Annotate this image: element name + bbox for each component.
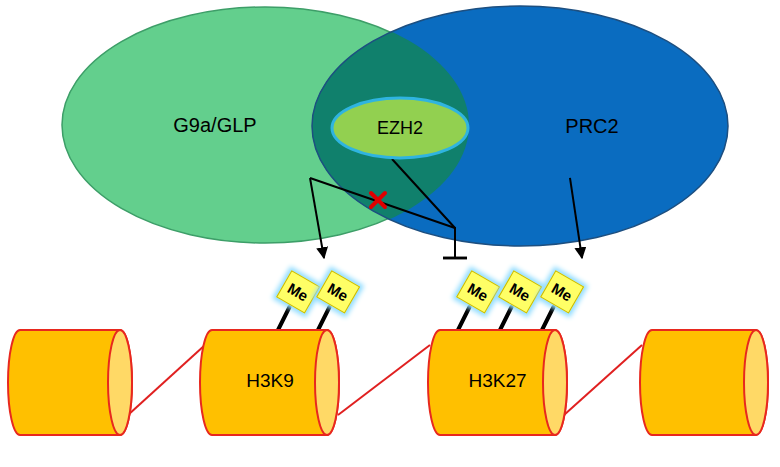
linker-dna bbox=[128, 345, 642, 415]
cylinder-body bbox=[640, 330, 768, 435]
inhibition-line bbox=[310, 178, 455, 258]
methyl-mark: Me bbox=[540, 270, 584, 313]
block-cross bbox=[371, 193, 385, 207]
nucleosome: H3K9 bbox=[196, 258, 344, 438]
activation-arrow bbox=[310, 178, 324, 258]
inhibition-bar bbox=[443, 257, 467, 260]
cylinder-body bbox=[428, 330, 567, 435]
histone-label: H3K9 bbox=[246, 370, 294, 392]
connector-group bbox=[310, 178, 467, 258]
inhibition-bar bbox=[443, 257, 467, 260]
cylinder-face bbox=[543, 330, 567, 435]
activation-arrow bbox=[570, 178, 582, 258]
ellipse-outline bbox=[312, 6, 728, 246]
cylinder-face bbox=[108, 330, 132, 435]
histone-tail bbox=[276, 307, 290, 334]
connector-group bbox=[570, 178, 582, 258]
linker-line bbox=[338, 345, 430, 415]
methyl-mark: Me bbox=[498, 270, 542, 313]
histone-tail bbox=[456, 307, 470, 334]
nucleosome: H3K27 bbox=[424, 258, 594, 438]
ellipse-fill bbox=[332, 98, 468, 158]
cross-stroke bbox=[371, 193, 385, 207]
methyl-label: Me bbox=[465, 279, 492, 304]
nucleosome-shape bbox=[424, 258, 594, 438]
inhibition-line bbox=[392, 159, 455, 258]
connector-group bbox=[310, 178, 324, 258]
plain-nucleosome bbox=[640, 330, 768, 435]
linker-line bbox=[128, 345, 205, 415]
protein-label: EZH2 bbox=[377, 118, 423, 139]
methyl-mark: Me bbox=[276, 270, 320, 313]
cylinder-face bbox=[744, 330, 768, 435]
protein-label: G9a/GLP bbox=[173, 114, 256, 137]
plain-nucleosome bbox=[8, 330, 132, 435]
methyl-label: Me bbox=[285, 279, 312, 304]
nucleosome-shape bbox=[196, 258, 344, 438]
methyl-label: Me bbox=[507, 279, 534, 304]
histone-tail bbox=[540, 307, 554, 334]
histone-label: H3K27 bbox=[468, 370, 526, 392]
methyl-label: Me bbox=[325, 279, 352, 304]
protein-complex: PRC2 bbox=[310, 4, 730, 248]
shared-subunit: EZH2 bbox=[330, 96, 470, 160]
cross-stroke bbox=[371, 193, 385, 207]
protein-label: PRC2 bbox=[565, 115, 618, 138]
histone-tails bbox=[276, 307, 554, 334]
histone-tail bbox=[316, 307, 330, 334]
cylinder-body bbox=[8, 330, 132, 435]
linker-line bbox=[564, 345, 642, 415]
complex-outline bbox=[310, 4, 730, 248]
histone-tail bbox=[498, 307, 512, 334]
ellipse-fill bbox=[62, 7, 468, 243]
cylinder-face bbox=[315, 330, 339, 435]
ellipse-fill bbox=[312, 6, 728, 246]
overlap-region bbox=[61, 6, 469, 244]
ellipse-outline bbox=[62, 7, 468, 243]
methyl-mark: Me bbox=[316, 270, 360, 313]
ellipse-outline bbox=[332, 98, 468, 158]
cylinder-body bbox=[200, 330, 339, 435]
methyl-label: Me bbox=[549, 279, 576, 304]
connector-group bbox=[392, 159, 467, 258]
methyl-mark: Me bbox=[456, 270, 500, 313]
